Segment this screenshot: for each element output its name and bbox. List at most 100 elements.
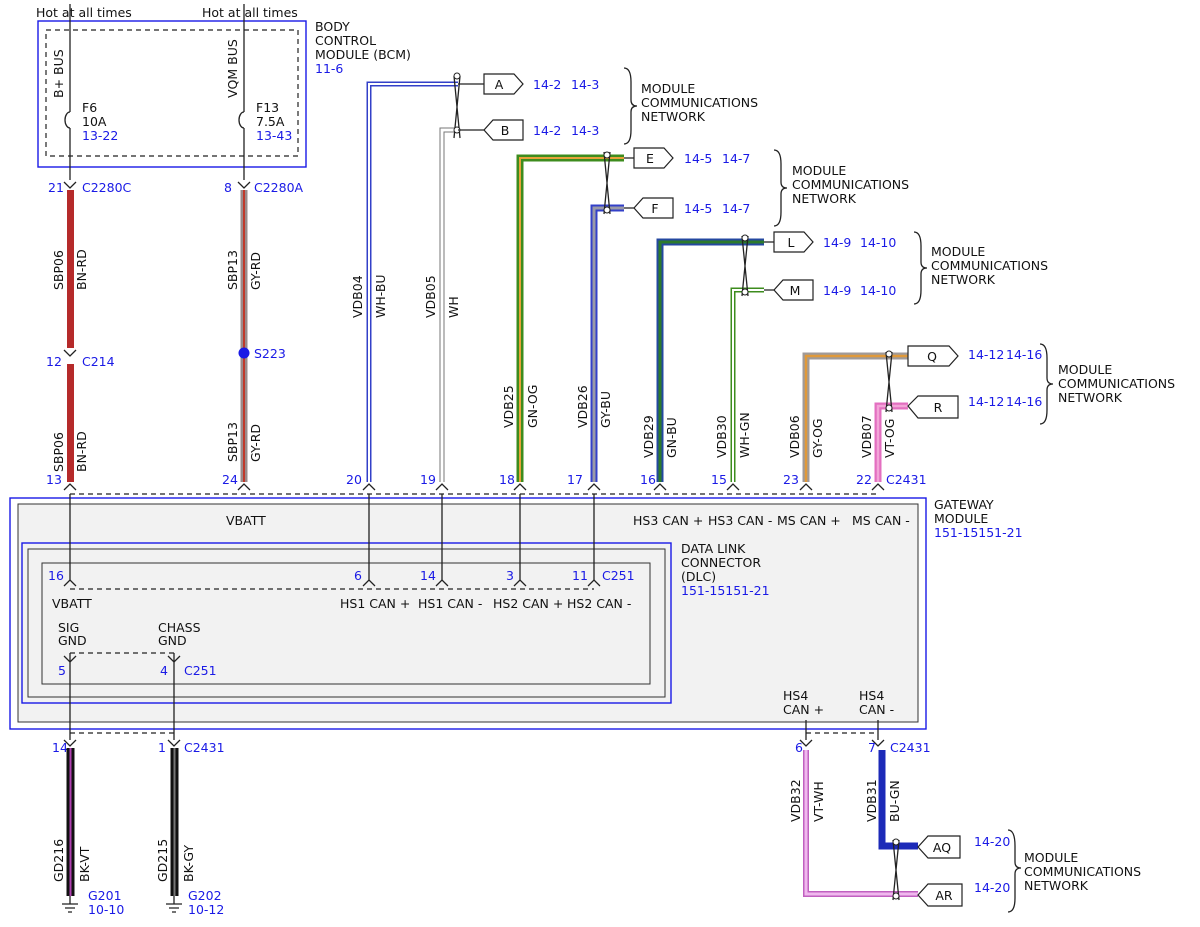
fuse-f13-amp: 7.5A (256, 114, 285, 129)
network-2-line-2: COMMUNICATIONS (792, 177, 909, 192)
tag-f-ref-2: 14-7 (722, 201, 750, 216)
brace-network-1 (623, 67, 638, 145)
vdb06-circuit: VDB06 (787, 415, 802, 458)
dlc-sig-gnd-1: SIG (58, 620, 79, 635)
gw-pin-19: 19 (420, 472, 436, 487)
twist-qr (885, 351, 893, 413)
pin-21-arrow (63, 181, 77, 189)
bottom-pin-6: 6 (795, 740, 803, 755)
bcm-inner-dashed (45, 29, 299, 157)
sbp06-circuit-lower: SBP06 (51, 432, 66, 472)
ground-g202: G202 (188, 888, 222, 903)
gw-pin-13: 13 (46, 472, 62, 487)
bcm-title-3: MODULE (BCM) (315, 47, 411, 62)
bottom-pin-arrows (63, 739, 885, 747)
sbp13-circuit-upper: SBP13 (225, 250, 240, 290)
gw-pin-17: 17 (567, 472, 583, 487)
twist-aqar (892, 839, 900, 901)
twist-lm-top (741, 234, 749, 242)
tag-aq-ref: 14-20 (974, 834, 1010, 849)
network-4-line-3: NETWORK (1058, 390, 1123, 405)
dlc-title-3: (DLC) (681, 569, 716, 584)
fuse-f13-label: F13 (256, 100, 279, 115)
bottom-connector-c2431-hs4: C2431 (890, 740, 931, 755)
wh-color: WH (446, 296, 461, 318)
gw-connector-c2431: C2431 (886, 472, 927, 487)
dlc-frame-inner (41, 562, 651, 685)
vdb07-circuit: VDB07 (859, 415, 874, 458)
gateway-ref: 151-15151-21 (934, 525, 1023, 540)
connector-tag-e: E (633, 147, 674, 169)
brace-network-3 (913, 231, 928, 305)
gyog-color: GY-OG (810, 418, 825, 458)
vdb32-circuit: VDB32 (788, 779, 803, 822)
splice-s223 (238, 347, 250, 359)
twist-ef-top (603, 151, 611, 159)
wire-vdb05-fill (440, 128, 458, 482)
bnrd-color-lower: BN-RD (74, 431, 89, 472)
twist-aqar-top (892, 838, 900, 846)
vdb29-circuit: VDB29 (641, 415, 656, 458)
dlc-frame-outer (27, 548, 666, 698)
dlc-internal-wires (69, 494, 595, 580)
vqm-bus-label: VQM BUS (225, 39, 240, 98)
gateway-ms-can-minus: MS CAN - (852, 513, 910, 528)
wire-vdb29-fill (658, 240, 764, 482)
ground-g201-ref: 10-10 (88, 902, 124, 917)
twist-ef-leads (624, 157, 634, 209)
bnrd-color-upper: BN-RD (74, 249, 89, 290)
gw-pin-18: 18 (499, 472, 515, 487)
bkvt-color: BK-VT (77, 846, 92, 882)
connector-tag-f: F (633, 197, 674, 219)
network-5-line-1: MODULE (1024, 850, 1078, 865)
gateway-module-box (9, 497, 927, 730)
connector-tag-r: R (907, 395, 959, 419)
gnbu-color: GN-BU (664, 417, 679, 458)
brace-network-4 (1039, 343, 1054, 425)
gw-pin-16: 16 (640, 472, 656, 487)
bottom-connector-c2431: C2431 (184, 740, 225, 755)
tag-b-label: B (501, 123, 510, 138)
network-1-line-1: MODULE (641, 81, 695, 96)
bplus-bus-label: B+ BUS (51, 49, 66, 98)
tag-e-ref-1: 14-5 (684, 151, 712, 166)
ground-g202-ref: 10-12 (188, 902, 224, 917)
dlc-vbatt: VBATT (52, 596, 92, 611)
fuse-f13-symbol (238, 111, 245, 129)
connector-tag-a: A (483, 73, 524, 95)
twist-ab-top (453, 72, 461, 80)
tag-l-ref-1: 14-9 (823, 235, 851, 250)
whbu-color: WH-BU (373, 274, 388, 318)
bottom-pin-7: 7 (868, 740, 876, 755)
dlc-hs2-can-minus: HS2 CAN - (567, 596, 631, 611)
tag-f-ref-1: 14-5 (684, 201, 712, 216)
vdb26-circuit: VDB26 (575, 385, 590, 428)
network-3-line-1: MODULE (931, 244, 985, 259)
tag-m-ref-1: 14-9 (823, 283, 851, 298)
gateway-pin-arrows (63, 483, 885, 491)
bcm-title-2: CONTROL (315, 33, 376, 48)
gateway-hs3-can-plus: HS3 CAN + (633, 513, 703, 528)
gw-pin-20: 20 (346, 472, 362, 487)
tag-b-ref-2: 14-3 (571, 123, 599, 138)
wire-vdb04-stripe (368, 83, 458, 482)
tag-a-label: A (495, 77, 504, 92)
connector-tag-m: M (773, 279, 814, 301)
dlc-pin-11: 11 (572, 568, 588, 583)
gyrd-color-upper: GY-RD (248, 252, 263, 290)
sbp06-circuit-upper: SBP06 (51, 250, 66, 290)
tag-ar-ref: 14-20 (974, 880, 1010, 895)
network-4-line-1: MODULE (1058, 362, 1112, 377)
dlc-chass-gnd-2: GND (158, 633, 187, 648)
hot-at-all-times-label-2: Hot at all times (202, 5, 298, 20)
brace-network-2 (773, 149, 788, 227)
vdb04-circuit: VDB04 (350, 275, 365, 318)
dlc-title-1: DATA LINK (681, 541, 746, 556)
tag-ar-label: AR (935, 888, 953, 903)
connector-c2280a: C2280A (254, 180, 304, 195)
fuse-f6-label: F6 (82, 100, 97, 115)
brace-network-5 (1007, 829, 1022, 913)
twist-qr-top (885, 350, 893, 358)
gnog-color: GN-OG (525, 385, 540, 428)
twist-ab-leads (458, 83, 484, 131)
